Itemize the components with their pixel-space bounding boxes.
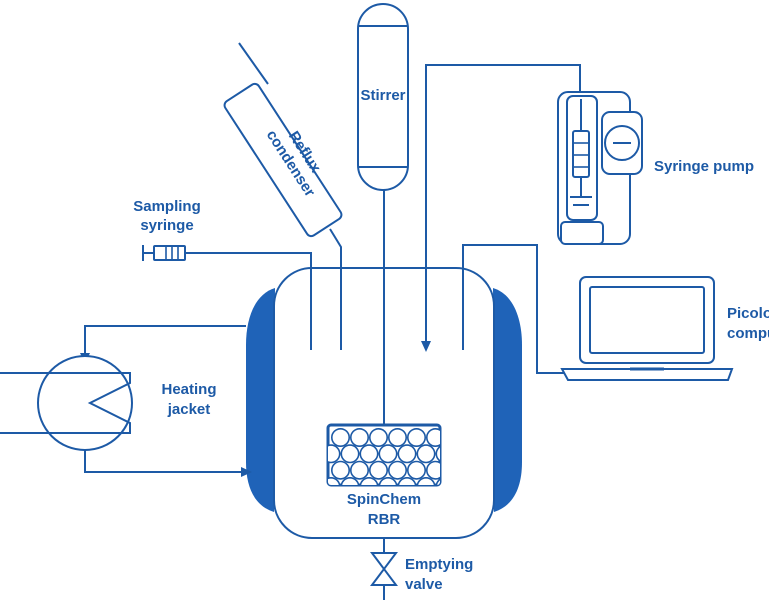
rbr-bead — [378, 476, 398, 485]
rbr-bead — [416, 444, 436, 464]
heat-exchanger — [0, 325, 252, 477]
computer-label-line2: computer — [727, 325, 769, 342]
rbr-bead — [387, 460, 407, 480]
reflux-condenser — [223, 42, 343, 350]
rbr-bead — [397, 476, 417, 485]
rbr-bead — [416, 476, 436, 485]
heating-jacket-left — [246, 288, 275, 512]
rbr-bead — [435, 444, 440, 464]
syringe-pump — [421, 64, 643, 352]
rbr-bead — [425, 427, 440, 447]
rbr-bead — [359, 476, 379, 485]
picolog-computer — [462, 244, 734, 381]
syringe-pump-label: Syringe pump — [654, 158, 754, 175]
rbr-bead — [349, 460, 369, 480]
rbr-bead — [340, 476, 360, 485]
rbr-bead — [330, 460, 350, 480]
heating-jacket-right — [493, 288, 522, 512]
rbr-bead — [359, 444, 379, 464]
rbr-bead — [349, 427, 369, 447]
rbr-bead — [330, 427, 350, 447]
stirrer — [357, 3, 409, 425]
rbr-bead — [340, 444, 360, 464]
rbr-packed-beads — [328, 427, 440, 485]
emptying-valve — [370, 538, 398, 600]
rbr-bead — [397, 444, 417, 464]
rbr-bead — [406, 460, 426, 480]
heating-jacket-label-line1: Heating — [161, 381, 216, 398]
rbr-label-line1: SpinChem — [347, 491, 421, 508]
sampling-syringe — [142, 245, 312, 350]
computer-label-line1: Picolog — [727, 305, 769, 322]
valve-label-line2: valve — [405, 576, 443, 593]
rbr-bead — [387, 427, 407, 447]
sampling-label-line1: Sampling — [133, 198, 201, 215]
rbr-bead — [378, 444, 398, 464]
valve-label-line1: Emptying — [405, 556, 473, 573]
rbr-bead — [328, 476, 341, 485]
rbr-bead — [368, 460, 388, 480]
rbr-label-line2: RBR — [368, 511, 401, 528]
heating-jacket-label-line2: jacket — [167, 401, 211, 418]
rbr-bead — [425, 460, 440, 480]
rbr-bead — [328, 444, 341, 464]
spinchem-rbr — [326, 423, 442, 487]
sampling-label-line2: syringe — [140, 217, 193, 234]
rbr-bead — [368, 427, 388, 447]
rbr-bead — [406, 427, 426, 447]
stirrer-label: Stirrer — [360, 87, 405, 104]
